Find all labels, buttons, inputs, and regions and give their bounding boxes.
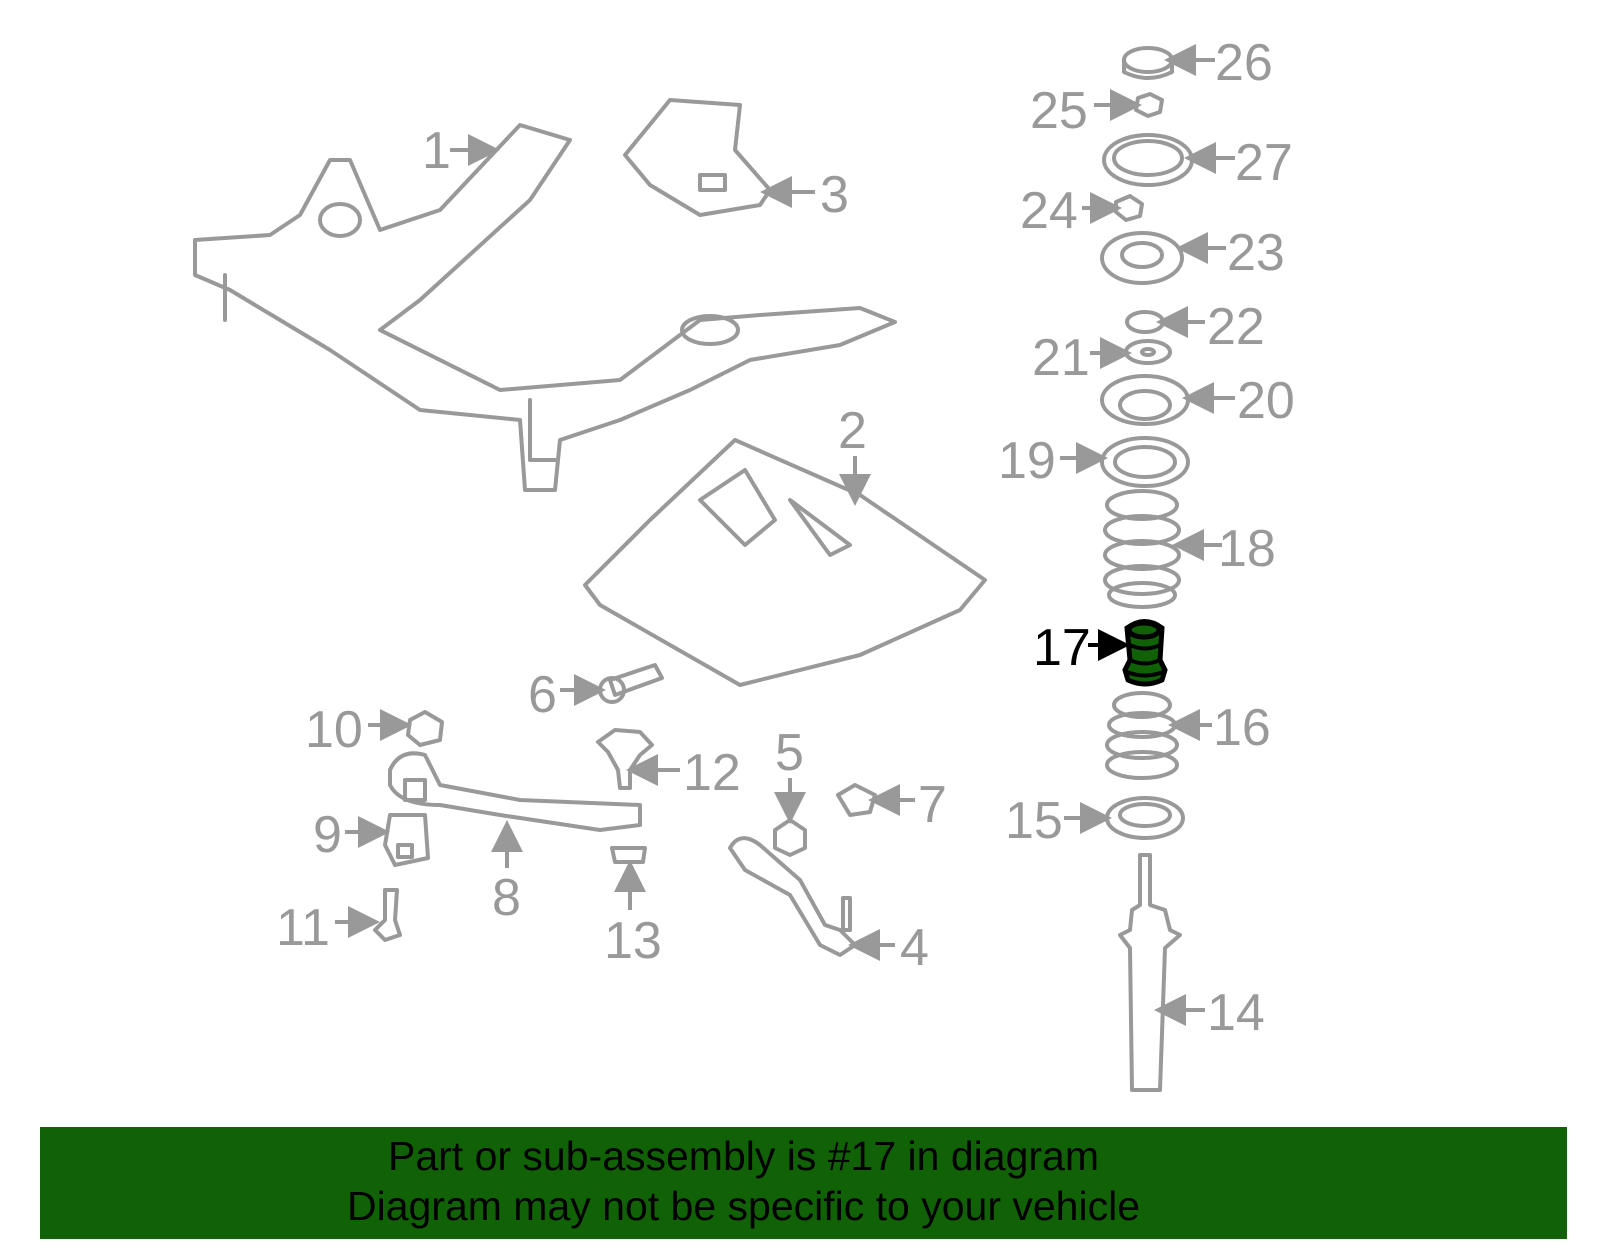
part-25-nut [1134,92,1164,118]
part-21-washer [1124,339,1172,365]
part-26-cap [1122,46,1174,80]
callout-19: 19 [998,432,1056,490]
callout-7: 7 [918,776,947,834]
part-18-bump-cover [1103,489,1181,609]
part-3-shield [623,98,772,217]
part-23-mount [1100,231,1184,285]
callout-17[interactable]: 17 [1033,619,1091,677]
part-8-control-arm [388,751,642,832]
part-16-boot [1105,691,1179,780]
callout-26: 26 [1215,34,1273,92]
part-11-bolt [373,888,402,942]
callout-25: 25 [1030,82,1088,140]
part-17-bump-stop-highlighted[interactable] [1122,619,1168,687]
callout-11: 11 [276,899,330,957]
callout-arrows [335,44,1235,1026]
part-14-strut [1118,853,1182,1092]
callout-2: 2 [838,402,867,460]
callout-1: 1 [422,122,451,180]
callout-27: 27 [1235,134,1293,192]
callout-12: 12 [683,744,741,802]
part-2-underbody-panel [583,438,987,687]
part-13-cap [610,846,647,864]
part-27-seal [1102,133,1194,187]
banner-line-2: Diagram may not be specific to your vehi… [346,1183,1140,1229]
callout-8: 8 [492,869,521,927]
callout-3: 3 [820,166,849,224]
callout-24: 24 [1020,182,1078,240]
callout-labels: 1 2 3 4 5 6 7 8 9 10 11 12 13 14 15 16 1… [276,34,1295,1042]
callout-14: 14 [1207,984,1265,1042]
info-banner: Part or sub-assembly is #17 in diagram D… [40,1127,1567,1239]
callout-10: 10 [305,701,363,759]
callout-9: 9 [313,806,342,864]
part-15-lower-seat [1105,796,1185,840]
callout-23: 23 [1227,224,1285,282]
part-12-ball-joint [596,728,654,790]
part-9-bushing [383,813,430,867]
callout-4: 4 [900,919,929,977]
part-10-nut [406,710,444,747]
part-19-isolator [1100,436,1190,488]
callout-21: 21 [1032,329,1090,387]
callout-6: 6 [528,666,557,724]
callout-22: 22 [1207,298,1265,356]
part-22-ring [1125,310,1165,334]
part-5-nut [773,818,807,857]
banner-line-1: Part or sub-assembly is #17 in diagram [388,1133,1099,1179]
callout-16: 16 [1213,699,1271,757]
callout-5: 5 [775,724,804,782]
part-7-nut [836,783,877,817]
callout-18: 18 [1218,520,1276,578]
callout-15: 15 [1005,792,1063,850]
callout-13: 13 [604,912,662,970]
callout-20: 20 [1237,372,1295,430]
part-24-nut [1114,194,1144,222]
part-6-bolt [598,663,664,704]
part-1-subframe [193,123,897,492]
part-20-spring-seat [1100,374,1190,426]
